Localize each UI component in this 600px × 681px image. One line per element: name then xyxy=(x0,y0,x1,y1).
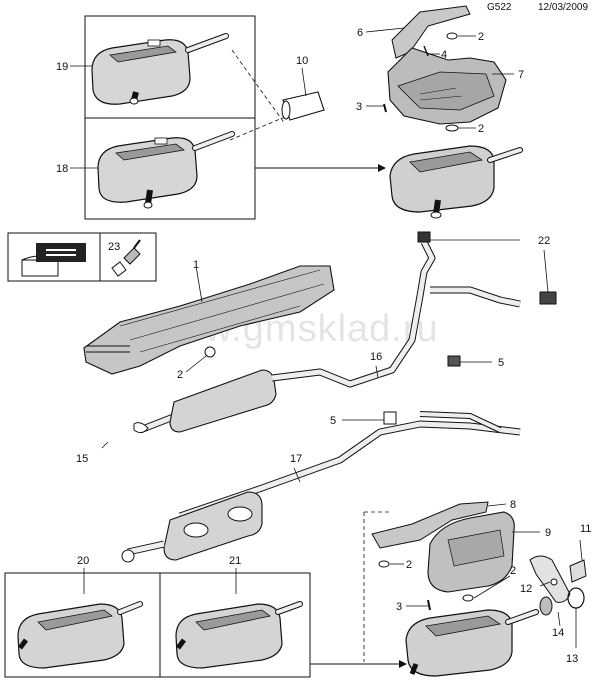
callout-8: 8 xyxy=(510,499,516,511)
callout-16: 16 xyxy=(370,351,382,363)
callout-3-a: 3 xyxy=(356,101,362,113)
callout-12: 12 xyxy=(520,583,532,595)
inset-box-20-21 xyxy=(4,572,311,678)
callout-2-c: 2 xyxy=(478,123,484,135)
diagram-date: 12/03/2009 xyxy=(538,2,589,13)
callout-1: 1 xyxy=(193,259,199,271)
callout-5-b: 5 xyxy=(330,415,336,427)
heat-shield-assembly-6-7 xyxy=(383,5,507,132)
callout-23: 23 xyxy=(108,241,120,253)
callout-2-e: 2 xyxy=(510,565,516,577)
callout-13: 13 xyxy=(566,653,578,665)
callout-7: 7 xyxy=(518,69,524,81)
diagram-code: G522 xyxy=(487,2,512,13)
rubber-hanger-5b xyxy=(383,411,397,425)
rear-muffler-20 xyxy=(17,601,143,669)
rear-muffler-bottom xyxy=(405,609,539,677)
callout-22: 22 xyxy=(538,235,550,247)
callout-2-a: 2 xyxy=(177,369,183,381)
hanger-22 xyxy=(417,231,557,305)
rear-pipe-17 xyxy=(121,411,521,563)
service-manual-icon xyxy=(21,243,86,277)
clamp-parts-11-14 xyxy=(529,555,587,616)
callout-18: 18 xyxy=(56,163,68,175)
rear-heat-shield-8-9 xyxy=(371,501,515,611)
callout-19: 19 xyxy=(56,61,68,73)
callout-14: 14 xyxy=(552,627,564,639)
tools-panel xyxy=(7,232,157,282)
callout-20: 20 xyxy=(77,555,89,567)
rear-muffler-21 xyxy=(175,601,303,669)
callout-11: 11 xyxy=(580,523,591,535)
callout-5-a: 5 xyxy=(498,357,504,369)
clamp-10 xyxy=(281,67,325,121)
callout-10: 10 xyxy=(296,55,308,67)
callout-4: 4 xyxy=(441,49,447,61)
callout-2-b: 2 xyxy=(478,31,484,43)
callout-9: 9 xyxy=(545,527,551,539)
front-heat-shield-1 xyxy=(83,265,335,375)
callout-21: 21 xyxy=(229,555,241,567)
rubber-hanger-5a xyxy=(447,355,461,367)
callout-2-d: 2 xyxy=(406,559,412,571)
intermediate-pipe-16 xyxy=(133,240,521,434)
callout-17: 17 xyxy=(290,453,302,465)
callout-6: 6 xyxy=(357,27,363,39)
rear-muffler-main xyxy=(389,145,523,219)
callout-15: 15 xyxy=(76,453,88,465)
callout-3-b: 3 xyxy=(396,601,402,613)
rear-muffler-18 xyxy=(97,131,235,209)
rear-muffler-19 xyxy=(91,33,229,105)
sealant-tube-icon xyxy=(111,239,141,277)
